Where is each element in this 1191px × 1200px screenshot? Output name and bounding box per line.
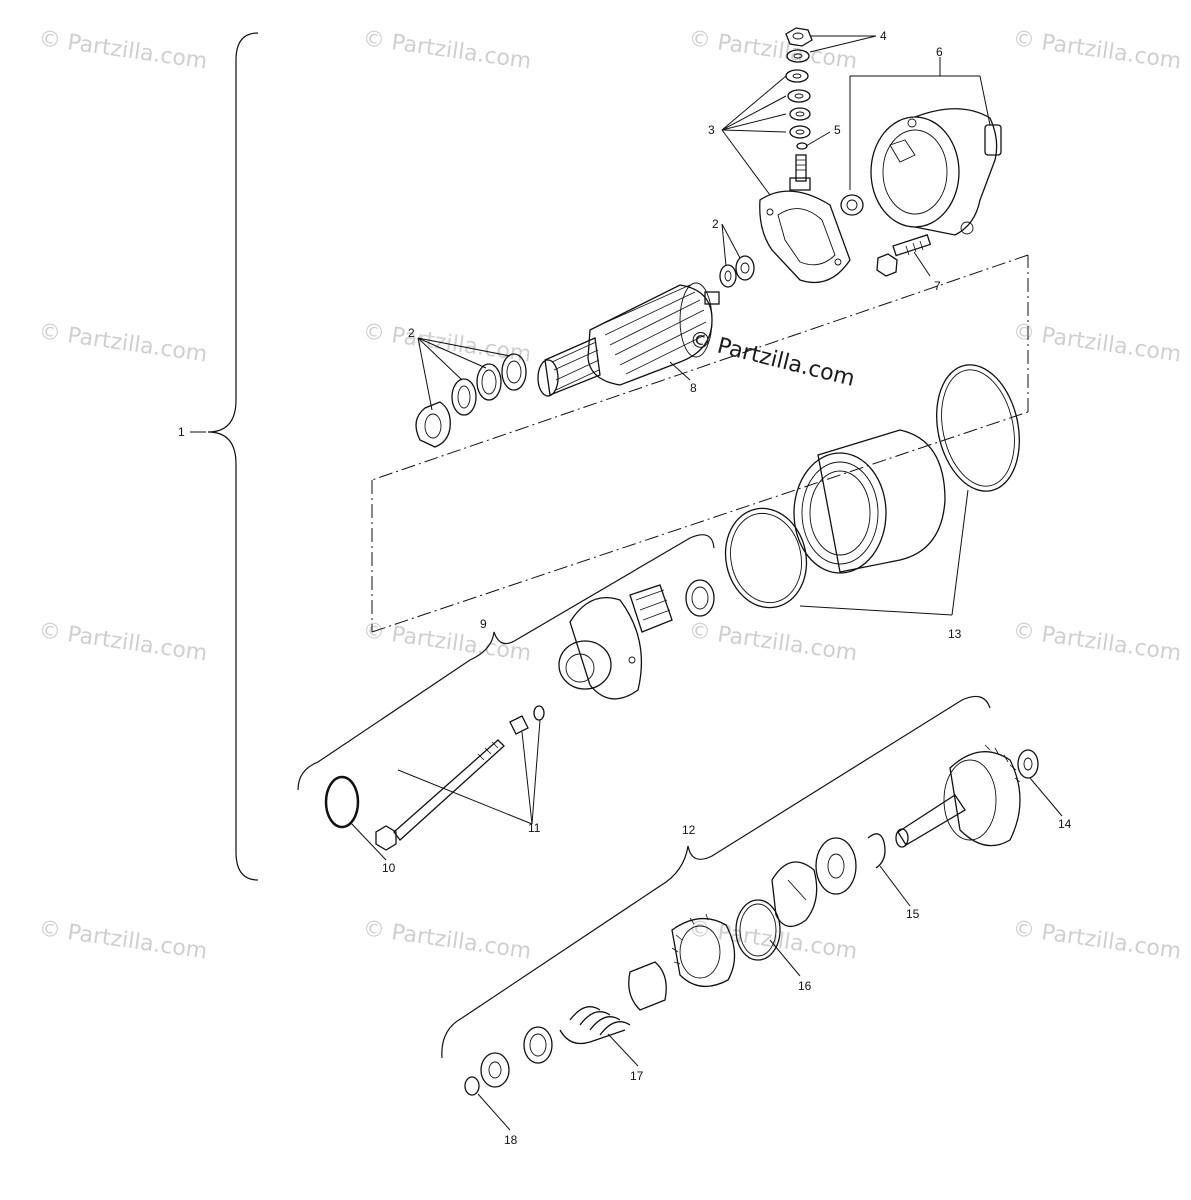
watermark: © Partzilla.com (1011, 26, 1183, 74)
end-cover-housing (870, 108, 1002, 236)
callout-7: 7 (934, 279, 941, 293)
watermark: © Partzilla.com (361, 618, 533, 666)
snap-ring (324, 775, 360, 829)
watermark-layer: © Partzilla.com © Partzilla.com © Partzi… (37, 26, 1183, 964)
callout-6: 6 (936, 45, 943, 59)
watermark: © Partzilla.com (37, 916, 209, 964)
callout-16: 16 (798, 979, 812, 993)
watermark: © Partzilla.com (687, 916, 859, 964)
group-brace-9 (297, 534, 715, 791)
o-rings (724, 364, 1020, 609)
callout-12: 12 (682, 823, 696, 837)
watermark: © Partzilla.com (1011, 618, 1183, 666)
callout-15: 15 (906, 907, 920, 921)
watermark: © Partzilla.com (687, 618, 859, 666)
front-bracket (558, 579, 715, 700)
group-brace-12 (441, 695, 991, 1059)
bushing (840, 194, 864, 216)
watermark: © Partzilla.com (37, 319, 209, 367)
watermark: © Partzilla.com (361, 916, 533, 964)
callout-13: 13 (948, 627, 962, 641)
callout-5: 5 (834, 123, 841, 137)
watermark: © Partzilla.com (37, 26, 209, 74)
callout-9: 9 (480, 617, 487, 631)
watermark: © Partzilla.com (687, 26, 859, 74)
brush-plate (759, 154, 851, 284)
callout-10: 10 (382, 861, 396, 875)
callout-3: 3 (708, 123, 715, 137)
washers-upper (719, 255, 755, 288)
callout-4: 4 (880, 29, 887, 43)
nut-washer-stack (785, 27, 813, 150)
bolt-7 (876, 234, 932, 277)
watermark: © Partzilla.com (1011, 319, 1183, 367)
pinion-shaft (895, 744, 1039, 848)
callout-8: 8 (690, 381, 697, 395)
washers-lower (415, 353, 527, 448)
watermark: © Partzilla.com (37, 618, 209, 666)
through-bolt (375, 705, 545, 851)
watermark: © Partzilla.com (1011, 916, 1183, 964)
watermark-center: © Partzilla.com (687, 327, 858, 392)
callout-1: 1 (178, 425, 185, 439)
watermark: © Partzilla.com (361, 26, 533, 74)
clutch-parts (464, 833, 886, 1096)
leader-lines (349, 35, 1063, 1131)
callout-17: 17 (630, 1069, 644, 1083)
callout-labels: 1 2 2 3 4 5 6 7 8 9 10 11 12 13 14 15 16… (178, 29, 1072, 1147)
callout-11: 11 (528, 821, 541, 835)
assembly-outline (371, 254, 1029, 633)
yoke (793, 429, 946, 574)
callout-2-upper: 2 (712, 217, 719, 231)
callout-18: 18 (504, 1133, 518, 1147)
callout-2-lower: 2 (408, 326, 415, 340)
assembly-brace (207, 32, 259, 881)
callout-14: 14 (1058, 817, 1072, 831)
armature (537, 282, 720, 397)
